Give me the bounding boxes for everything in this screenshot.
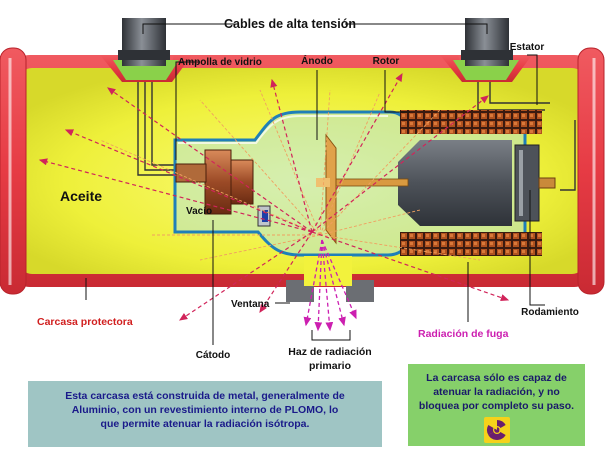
note-housing-material: Esta carcasa está construida de metal, g…	[28, 381, 382, 447]
note-right-line-2: atenuar la radiación, y no	[433, 386, 560, 398]
note-right-line-3: bloquea por completo su paso.	[418, 400, 575, 412]
label-haz-line2: primario	[309, 360, 351, 372]
note-left-line-3: que permite atenuar la radiación isótrop…	[100, 418, 310, 430]
label-rotor: Rotor	[373, 56, 400, 67]
stator-coil-bottom	[400, 232, 542, 256]
label-aceite: Aceite	[60, 188, 102, 204]
label-ventana: Ventana	[231, 299, 270, 310]
left-end-cap	[0, 47, 27, 295]
right-cable-socket	[440, 18, 532, 82]
note-attenuation: La carcasa sólo es capaz de atenuar la r…	[408, 364, 585, 446]
label-anodo: Ánodo	[301, 54, 333, 67]
label-ampolla: Ampolla de vidrio	[178, 57, 262, 68]
label-cables: Cables de alta tensión	[224, 17, 356, 31]
note-left-line-1: Esta carcasa está construida de metal, g…	[65, 390, 345, 402]
window-ventana	[286, 256, 374, 302]
right-end-cap	[577, 47, 605, 295]
label-catodo: Cátodo	[196, 350, 230, 361]
primary-beam-arrows	[303, 239, 357, 332]
note-right-line-1: La carcasa sólo es capaz de	[426, 372, 567, 384]
anode	[316, 133, 409, 245]
note-left-line-2: Aluminio, con un revestimiento interno d…	[71, 404, 339, 416]
left-cable-socket	[100, 18, 192, 82]
label-radiacion-fuga: Radiación de fuga	[418, 328, 509, 340]
label-haz-line1: Haz de radiación	[288, 346, 371, 358]
cathode-wires	[137, 82, 175, 176]
leader-lines	[85, 23, 545, 345]
leakage-arrows	[38, 72, 510, 321]
radiation-rays	[99, 89, 481, 261]
stator-coil-top	[400, 110, 542, 134]
label-estator: Estator	[510, 42, 545, 53]
label-vacio: Vacío	[186, 206, 212, 217]
cathode	[175, 149, 271, 227]
radiation-trefoil-icon	[483, 417, 510, 443]
rotor	[398, 140, 556, 226]
label-carcasa: Carcasa protectora	[37, 316, 133, 328]
label-rodamiento: Rodamiento	[521, 307, 579, 318]
